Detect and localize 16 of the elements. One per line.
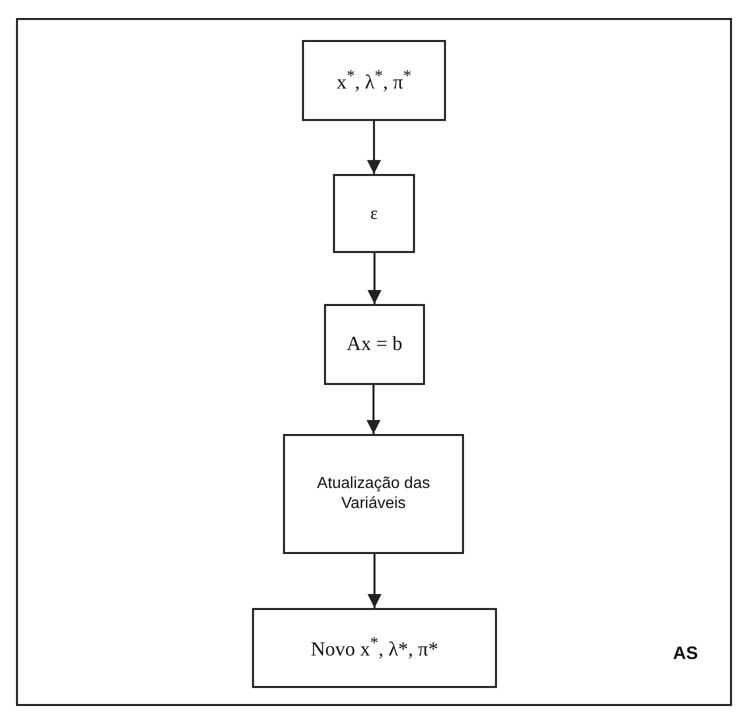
process-box: [252, 608, 497, 688]
box-text: Atualização das Variáveis: [316, 474, 431, 514]
process-box: [333, 174, 415, 253]
arrow: [368, 554, 382, 608]
arrow: [368, 253, 382, 304]
process-box: [324, 304, 425, 385]
box-text: Ax = b: [346, 332, 402, 357]
frame: [16, 18, 732, 706]
box-text: ε: [370, 202, 378, 225]
frame-label: AS: [672, 643, 698, 664]
process-box: [283, 434, 464, 554]
process-box: [302, 40, 446, 121]
box-text: x$^{*}$, λ$^{*}$, π$^{*}$: [336, 66, 412, 96]
arrow: [367, 121, 381, 174]
box-text: Novo x$^{*}$, λ*, π*: [310, 633, 438, 663]
arrow: [366, 385, 380, 434]
